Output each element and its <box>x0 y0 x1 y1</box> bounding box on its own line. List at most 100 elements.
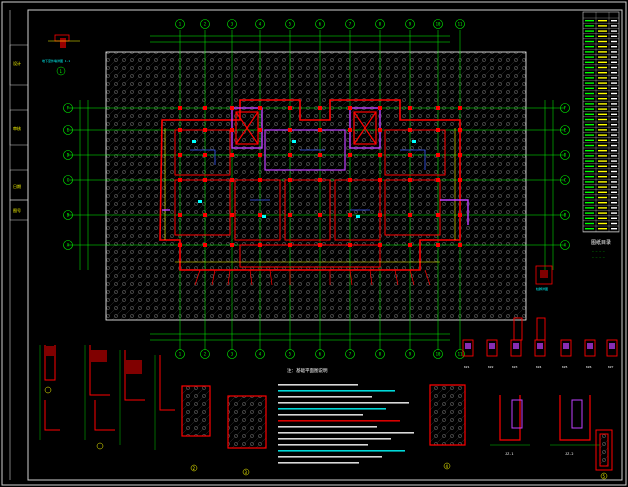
axis-label-bottom: 3 <box>231 352 234 357</box>
svg-text:KZ2: KZ2 <box>488 365 494 369</box>
axis-bubble-right-E <box>560 125 570 135</box>
left-strip-text: 设计 <box>13 60 21 66</box>
pile-marker <box>258 106 262 110</box>
pile-marker <box>318 128 322 132</box>
axis-bubble-bottom-6 <box>315 349 325 359</box>
pile-marker <box>408 153 412 157</box>
pile-marker <box>203 106 207 110</box>
pile-marker <box>436 128 440 132</box>
pile-marker <box>348 243 352 247</box>
axis-bubble-bottom-9 <box>405 349 415 359</box>
pile-marker <box>408 213 412 217</box>
axis-label-bottom: 11 <box>458 352 463 357</box>
svg-text:KZ5: KZ5 <box>562 365 568 369</box>
axis-bubble-bottom-1 <box>175 349 185 359</box>
pile-marker <box>458 243 462 247</box>
pile-marker <box>318 106 322 110</box>
pile-marker <box>230 128 234 132</box>
axis-bubble-left-E <box>63 125 73 135</box>
building-plan <box>159 99 469 286</box>
axis-bubble-left-B <box>63 210 73 220</box>
pile-marker <box>458 106 462 110</box>
detail-mark: 1 <box>60 69 63 74</box>
axis-label-bottom: 1 <box>179 352 182 357</box>
axis-bubble-bottom-5 <box>285 349 295 359</box>
axis-bubble-bottom-2 <box>200 349 210 359</box>
pile-marker <box>258 128 262 132</box>
svg-text:KZ4: KZ4 <box>536 365 542 369</box>
foundation-hatch-area <box>105 51 527 321</box>
axis-bubble-bottom-10 <box>433 349 443 359</box>
axis-label-top: 11 <box>458 22 463 27</box>
pile-marker <box>230 213 234 217</box>
note-line <box>278 432 414 434</box>
pile-marker <box>288 128 292 132</box>
pile-marker <box>258 153 262 157</box>
pile-marker <box>258 178 262 182</box>
column-section <box>606 339 618 357</box>
svg-text:— — — —: — — — — <box>592 255 605 259</box>
column-section <box>462 339 474 357</box>
pile-marker <box>178 128 182 132</box>
pile-marker <box>408 106 412 110</box>
pile-marker <box>203 178 207 182</box>
axis-label-bottom: 6 <box>319 352 322 357</box>
pile-marker <box>348 128 352 132</box>
left-title-strip <box>9 44 29 221</box>
axis-bubble-right-B <box>560 210 570 220</box>
axis-bubble-left-D <box>63 150 73 160</box>
axis-label-top: 1 <box>179 22 182 27</box>
pile-marker <box>318 243 322 247</box>
axis-bubble-bottom-7 <box>345 349 355 359</box>
pile-marker <box>378 178 382 182</box>
axis-label-top: 2 <box>204 22 207 27</box>
axis-label-bottom: 8 <box>379 352 382 357</box>
note-line <box>278 402 409 404</box>
svg-text:KZ6: KZ6 <box>586 365 592 369</box>
note-line <box>278 408 386 410</box>
pile-marker <box>230 106 234 110</box>
pile-marker <box>408 243 412 247</box>
axis-label-top: 4 <box>259 22 262 27</box>
axis-bubble-bottom-11 <box>455 349 465 359</box>
pile-marker <box>318 178 322 182</box>
axis-label-bottom: 5 <box>289 352 292 357</box>
axis-label-left: A <box>67 243 70 248</box>
pile-marker <box>348 213 352 217</box>
detail-mark: 5 <box>603 474 606 479</box>
pile-marker <box>258 243 262 247</box>
detail-mark: 3 <box>245 470 248 475</box>
note-line <box>278 450 405 452</box>
left-strip-text: 图号 <box>13 207 21 213</box>
pile-marker <box>378 213 382 217</box>
pile-marker <box>458 153 462 157</box>
axis-label-left: D <box>67 153 70 158</box>
detail-mark: 4 <box>446 464 449 469</box>
pile-marker <box>178 106 182 110</box>
pile-marker <box>436 243 440 247</box>
axis-label-left: F <box>67 106 70 111</box>
pile-marker <box>288 106 292 110</box>
pile-marker <box>378 243 382 247</box>
detail-topleft: 地下室外墙详图 1-1 1 <box>42 34 80 76</box>
note-line <box>278 426 377 428</box>
pile-marker <box>203 153 207 157</box>
axis-bubble-bottom-8 <box>375 349 385 359</box>
axis-label-bottom: 4 <box>259 352 262 357</box>
pile-marker <box>436 153 440 157</box>
axis-label-right: C <box>564 178 567 183</box>
axis-label-bottom: 9 <box>409 352 412 357</box>
notes-title: 注：基础平面图说明 <box>287 367 328 374</box>
pile-marker <box>178 213 182 217</box>
axis-label-top: 8 <box>379 22 382 27</box>
svg-text:地下室外墙详图 1-1: 地下室外墙详图 1-1 <box>42 58 70 63</box>
note-line <box>278 414 363 416</box>
note-line <box>278 438 391 440</box>
axis-bubble-right-C <box>560 175 570 185</box>
axis-bubble-top-11 <box>455 19 465 29</box>
title-block-notes: — — — — — — — — <box>592 249 605 259</box>
pile-marker <box>203 243 207 247</box>
drawing-index-table <box>582 11 620 233</box>
